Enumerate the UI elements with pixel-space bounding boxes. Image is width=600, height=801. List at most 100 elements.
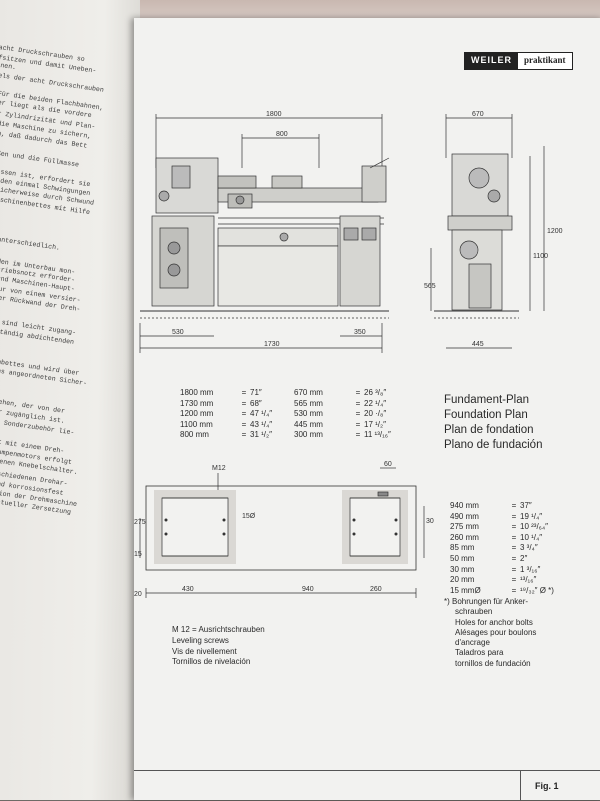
holes-note-line: Alésages pour boulons [455,627,537,637]
equals-sign: = [241,430,247,440]
value-mm: 1800 mm [180,388,214,397]
figure-label: Fig. 1 [520,771,600,801]
value-inch: 2″ [520,553,528,563]
conversion-row: 85 mm =3 ³/₄″ [450,543,554,554]
dim-1100: 1100 [533,253,548,260]
value-inch: 10 ²³/₆₄″ [520,522,548,532]
legend-line: Vis de nivellement [172,646,237,656]
equals-sign: = [511,501,517,510]
value-inch: 26 ³/₈″ [364,388,387,397]
conversion-row: 940 mm=37″ [450,501,554,512]
equals-sign: = [355,409,361,419]
dim-1730: 1730 [264,341,280,348]
value-inch: 17 ¹/₂″ [364,419,386,429]
back-page-line: nen. [0,62,17,72]
value-mm: 275 mm [450,522,479,532]
back-page-line: unterschiedlich. [0,236,61,252]
holes-note-line: d'ancrage [455,638,490,648]
value-mm: 15 mmØ [450,585,481,595]
value-mm: 530 mm [294,409,323,419]
fundament-title: Plano de fundación [444,439,543,451]
back-page-line: els der acht Druckschrauben [0,72,105,94]
conversion-row: 670 mm =26 ³/₈″ [294,388,391,399]
conversion-row: 20 mm=¹³/₁₆″ [450,575,554,586]
dim-15: 15 [134,551,142,558]
dim-430: 430 [182,586,194,593]
equals-sign: = [511,543,517,553]
value-inch: 10 ¹/₄″ [520,532,543,542]
dim-275: 275 [134,519,146,526]
value-mm: 670 mm [294,388,323,397]
value-mm: 800 mm [180,430,209,440]
equals-sign: = [511,511,517,521]
dim-350: 350 [354,329,366,336]
dim-530: 530 [172,329,184,336]
conversion-row: 445 mm =17 ¹/₂″ [294,420,391,431]
conversion-row: 565 mm=22 ¹/₄″ [294,399,391,410]
holes-note-line: tornillos de fundación [455,658,531,668]
conversion-row: 800 mm=31 ¹/₂″ [180,430,272,441]
conversion-row: 490 mm =19 ¹/₄″ [450,512,554,523]
conversion-row: 1730 mm=68″ [180,399,272,410]
conversion-row: 530 mm =20 ·/₈″ [294,409,391,420]
value-inch: 1 ³/₁₆″ [520,564,541,574]
value-mm: 20 mm [450,575,475,585]
equals-sign: = [241,409,247,419]
conversion-table-left: 1800 mm=71″1730 mm=68″1200 mm=47 ¹/₄″110… [180,388,272,441]
dim-1200: 1200 [547,228,563,235]
value-mm: 85 mm [450,543,475,553]
fundament-title: Foundation Plan [444,409,528,421]
fundament-title: Fundament-Plan [444,394,530,406]
value-mm: 1730 mm [180,398,214,408]
dim-260: 260 [370,586,382,593]
conversion-row: 300 mm=11 ¹³/₁₆″ [294,430,391,441]
weiler-logo: WEILER praktikant [464,52,573,70]
equals-sign: = [511,532,517,542]
value-inch: 71″ [250,388,262,397]
conversion-row: 30 mm=1 ³/₁₆″ [450,565,554,576]
dim-20: 20 [134,591,142,598]
value-mm: 260 mm [450,532,479,542]
dim-overall: 1800 [266,111,282,118]
legend-line: Tornillos de nivelación [172,657,251,667]
equals-sign: = [355,430,361,440]
logo-model: praktikant [518,53,572,69]
equals-sign: = [355,419,361,429]
logo-brand: WEILER [465,53,518,69]
conversion-row: 1800 mm=71″ [180,388,272,399]
conversion-row: 260 mm =10 ¹/₄″ [450,533,554,544]
back-page-line: ßen und die Füllmasse [0,150,80,169]
legend-line: M 12 = Ausrichtschrauben [172,625,265,634]
conversion-row: 1200 mm =47 ¹/₄″ [180,409,272,420]
value-mm: 445 mm [294,419,323,429]
value-inch: 47 ¹/₄″ [250,409,273,419]
holes-note-line: schrauben [455,607,493,617]
fundament-title: Plan de fondation [444,424,534,436]
value-inch: 20 ·/₈″ [364,409,387,419]
conversion-row: 15 mmØ =¹⁹/₃₂″ Ø *) [450,586,554,597]
value-mm: 490 mm [450,511,479,521]
value-inch: ¹⁹/₃₂″ Ø *) [520,585,554,595]
conversion-row: 1100 mm=43 ¹/₄″ [180,420,272,431]
equals-sign: = [511,585,517,595]
conversion-row: 275 mm=10 ²³/₆₄″ [450,522,554,533]
holes-note-line: Holes for anchor bolts [455,617,533,627]
dim-inner: 800 [276,131,288,138]
value-mm: 30 mm [450,564,475,574]
dim-60: 60 [384,461,392,468]
equals-sign: = [355,388,361,397]
conversion-row: 50 mm=2″ [450,554,554,565]
technical-drawing: 1800 800 530 1730 350 670 1200 1100 565 … [134,111,563,598]
value-inch: 3 ³/₄″ [520,543,538,553]
dim-940: 940 [302,586,314,593]
value-inch: 68″ [250,398,262,408]
value-inch: 19 ¹/₄″ [520,511,543,521]
dim-30: 30 [426,518,434,525]
value-mm: 50 mm [450,553,475,563]
equals-sign: = [355,398,361,408]
value-inch: 11 ¹³/₁₆″ [364,430,391,440]
value-mm: 1200 mm [180,409,214,419]
